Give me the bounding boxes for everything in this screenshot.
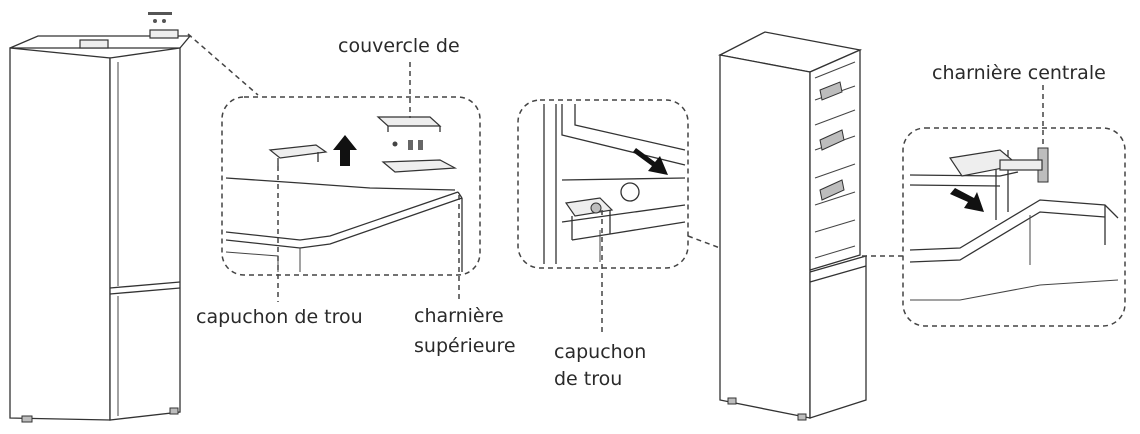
diagonal-arrow-icon <box>633 148 668 175</box>
hinge-screws-icon <box>148 12 172 23</box>
label-cover: couvercle de <box>338 35 460 57</box>
detail-mid-hinge <box>517 99 689 334</box>
detail-top-hinge <box>221 62 481 302</box>
label-top-hinge-line1: charnière <box>414 305 504 327</box>
label-center-hinge: charnière centrale <box>932 62 1106 84</box>
detail-center-hinge <box>902 85 1126 327</box>
up-arrow-icon <box>333 135 357 166</box>
fridge-left <box>9 29 192 423</box>
label-hole-cap-left: capuchon de trou <box>196 306 363 328</box>
label-hole-cap-mid-line1: capuchon <box>554 341 646 363</box>
label-top-hinge-line2: supérieure <box>414 335 516 357</box>
fridge-right <box>718 31 867 421</box>
label-hole-cap-mid-line2: de trou <box>554 368 622 390</box>
